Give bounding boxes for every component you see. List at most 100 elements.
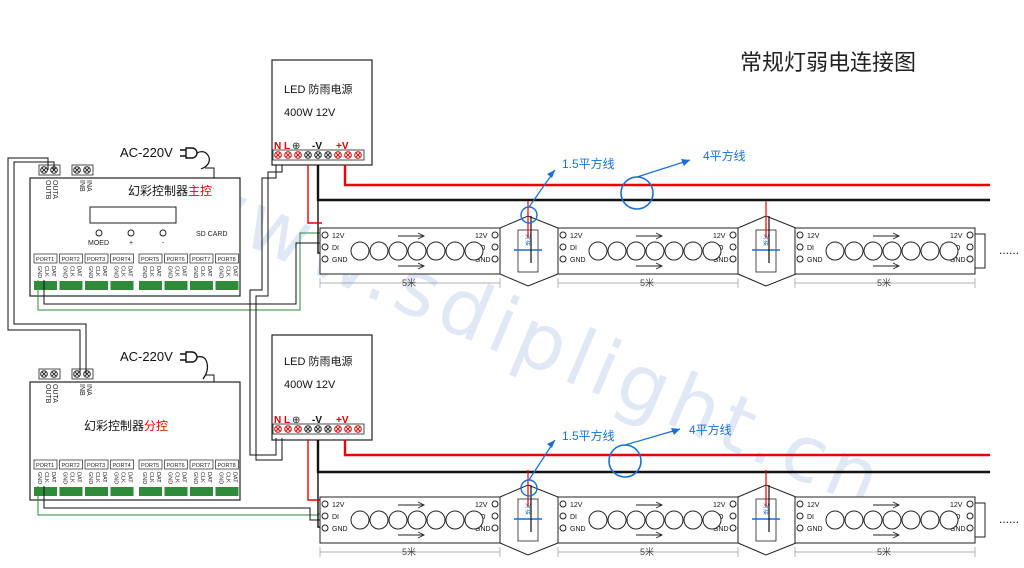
solder-pad	[321, 231, 329, 239]
strip-pin-label: GND	[713, 526, 729, 533]
psu-terminal-block	[272, 423, 365, 435]
screw-mark	[74, 167, 80, 173]
pin-label: DAT	[76, 266, 82, 277]
pin-label: GND	[87, 472, 93, 484]
pin-label: DAT	[50, 472, 56, 483]
port-label: PORT8	[218, 463, 236, 469]
end-plug	[974, 502, 986, 538]
led-bead	[588, 510, 608, 530]
solder-pad	[729, 500, 737, 508]
solder-pad	[966, 500, 974, 508]
pin-label: GND	[167, 266, 173, 278]
pin-label: DAT	[76, 472, 82, 483]
led-bead	[626, 510, 646, 530]
strip-pin-label: GND	[713, 257, 729, 264]
strip-connector: 对接	[499, 470, 559, 556]
pin-label: GND	[62, 472, 68, 484]
strip-pin-label: GND	[475, 257, 491, 264]
in-label-a: INA	[85, 384, 92, 396]
pin-label: DAT	[155, 472, 161, 483]
led-strip-row-top: 12VDIGND12VDOGND5米对接12VDIGND12VDOGND5米对接…	[319, 201, 1019, 288]
in-label-b: INB	[78, 384, 85, 396]
solder-pad	[966, 512, 974, 520]
direction-arrow-icon	[636, 531, 664, 539]
strip-pin-label: GND	[807, 526, 823, 533]
port-box	[84, 459, 109, 470]
pin-label: CLK	[43, 472, 49, 483]
direction-arrow-icon	[398, 501, 426, 509]
strip-pin-label: GND	[807, 257, 823, 264]
strip-pin-label: DI	[807, 245, 814, 252]
mode-button[interactable]	[95, 229, 103, 237]
plus-button[interactable]	[127, 229, 135, 237]
led-strip: 12VDIGND12VDOGND5米	[319, 496, 501, 557]
connector-label: 对接	[524, 234, 532, 246]
ground-icon: ⊕	[292, 141, 300, 152]
pin-label: GND	[36, 266, 42, 278]
port-box	[59, 253, 83, 264]
page-title: 常规灯弱电连接图	[740, 50, 916, 75]
port-connector	[215, 487, 239, 496]
controller-name: 幻彩控制器分控	[84, 419, 168, 433]
direction-arrow-icon	[636, 232, 664, 240]
strip-pin-label: 12V	[807, 502, 820, 509]
psu-terminal-neg: -V	[312, 141, 322, 152]
length-dimension	[557, 278, 739, 288]
pin-label: CLK	[148, 266, 154, 277]
solder-pad	[796, 512, 804, 520]
screw-mark	[305, 152, 311, 158]
port-box	[189, 253, 214, 264]
out-label-b: OUTB	[44, 384, 51, 404]
solder-pad	[966, 231, 974, 239]
power-supply-top: LED 防雨电源 400W 12V N L ⊕ -V +V	[271, 59, 373, 166]
arrow-icon	[671, 428, 680, 435]
solder-pad	[491, 524, 499, 532]
led-bead	[901, 241, 921, 261]
psu-terminal-block	[272, 149, 365, 161]
led-bead	[702, 241, 722, 261]
screw-mark	[335, 152, 341, 158]
led-bead	[588, 241, 608, 261]
led-bead	[844, 510, 864, 530]
top-section: LED 防雨电源 400W 12V N L ⊕ -V +V AC-220V OU…	[29, 59, 373, 297]
port-connector	[34, 487, 57, 496]
led-bead	[844, 241, 864, 261]
direction-arrow-icon	[636, 501, 664, 509]
length-dimension	[557, 547, 739, 557]
strip-pin-label: GND	[332, 257, 348, 264]
pin-label: DAT	[127, 266, 133, 277]
pin-label: CLK	[94, 266, 100, 277]
strip-pin-label: DI	[570, 245, 577, 252]
pin-label: CLK	[225, 266, 231, 277]
solder-pad	[796, 255, 804, 263]
led-strip: 12VDIGND12VDOGND5米	[557, 227, 739, 288]
led-bead	[626, 241, 646, 261]
in-label-a: INA	[85, 180, 92, 192]
solder-pad	[559, 512, 567, 520]
connector-label: 对接	[524, 503, 532, 515]
port-label: PORT6	[167, 463, 185, 469]
solder-pad	[966, 524, 974, 532]
screw-mark	[51, 371, 57, 377]
led-bead	[664, 241, 684, 261]
direction-arrow-icon	[398, 232, 426, 240]
bottom-section: LED 防雨电源 400W 12V N L ⊕ -V +V AC-220V OU…	[29, 334, 373, 501]
screw-mark	[315, 426, 321, 432]
strip-length-label: 5米	[402, 277, 416, 288]
solder-pad	[321, 243, 329, 251]
solder-pad	[321, 524, 329, 532]
led-strip: 12VDIGND12VDOGND5米	[794, 227, 976, 288]
terminal-block-frame	[38, 368, 61, 380]
strip-pin-label: 12V	[475, 502, 488, 509]
strip-pin-label: GND	[475, 526, 491, 533]
port-connector	[139, 281, 162, 290]
led-bead	[920, 510, 940, 530]
pin-label: CLK	[199, 472, 205, 483]
main-controller: OUTB OUTA INB INA 幻彩控制器主控 MOED + - SD CA…	[29, 164, 241, 297]
minus-button[interactable]	[159, 229, 167, 237]
port-box	[215, 253, 239, 264]
direction-arrow-icon	[398, 531, 426, 539]
wire-annotations-bottom: 4平方线 1.5平方线	[520, 422, 732, 497]
